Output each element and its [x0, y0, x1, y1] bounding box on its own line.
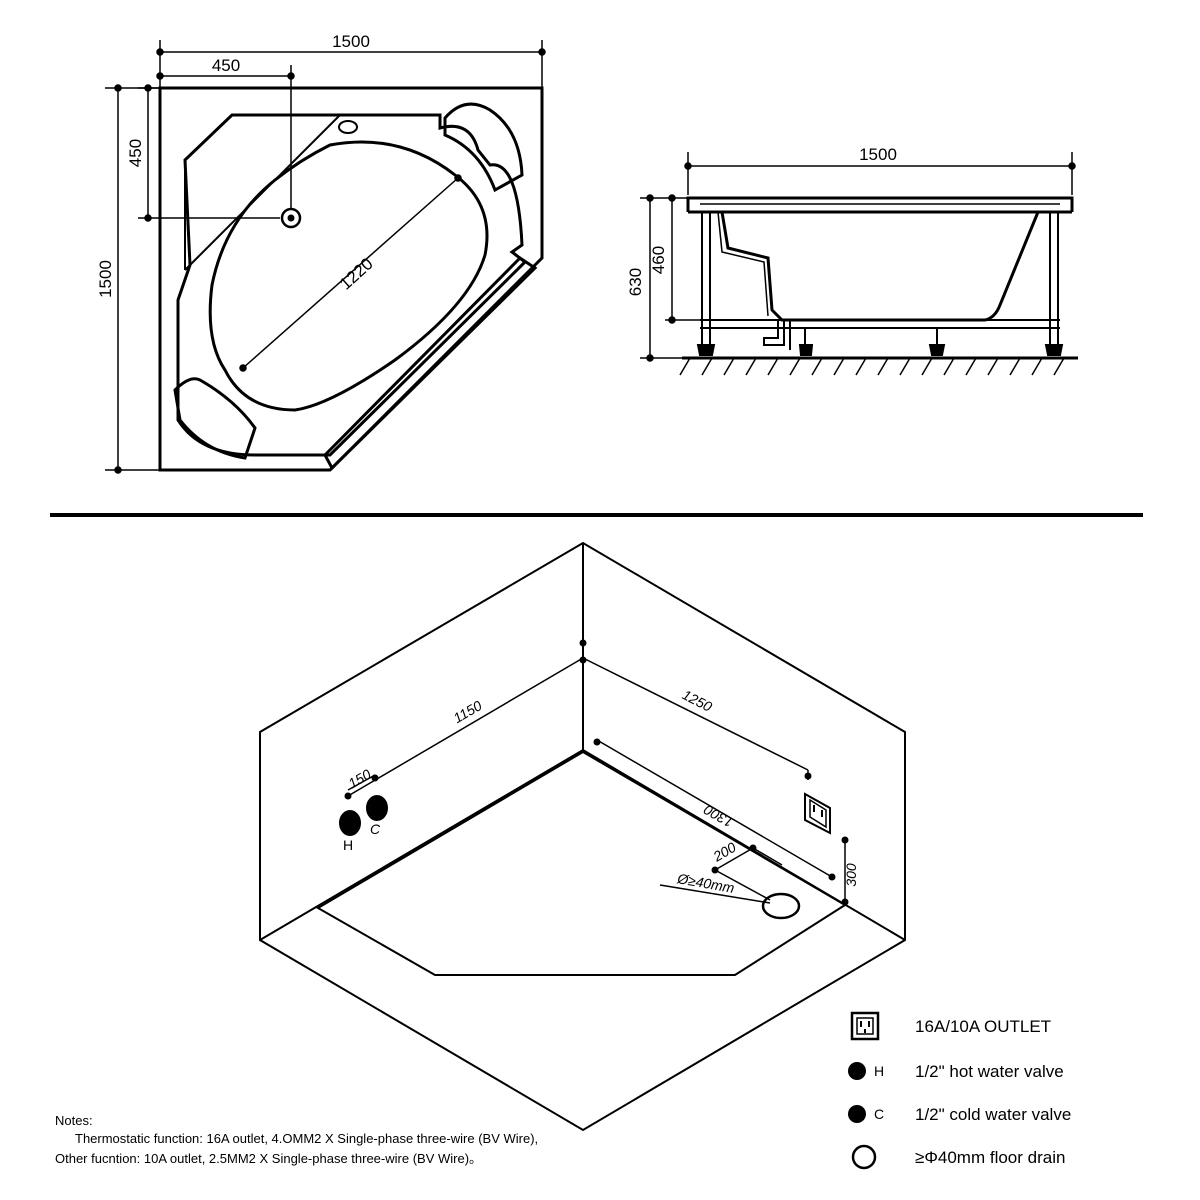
notes-heading: Notes: — [55, 1113, 93, 1128]
iso-dim-drain-offset: 200 — [710, 839, 739, 865]
legend-cold-letter: C — [874, 1106, 884, 1122]
plan-dimensions — [105, 40, 546, 474]
legend-drain-text: ≥Φ40mm floor drain — [915, 1148, 1065, 1167]
iso-label-hot: H — [343, 837, 353, 853]
side-dimensions — [640, 152, 1076, 362]
side-tub-body — [720, 211, 1040, 322]
side-floor-hatch — [679, 357, 1065, 376]
plan-view — [105, 40, 546, 474]
iso-dim-floor-length: 1300 — [701, 802, 736, 832]
side-dim-width: 1500 — [859, 145, 897, 164]
legend-floor-drain-icon — [851, 1144, 877, 1170]
plan-headrest-bottom — [173, 377, 257, 460]
legend-outlet-icon — [850, 1011, 880, 1041]
iso-tub-footprint — [316, 750, 847, 976]
iso-label-cold: C — [370, 821, 381, 837]
plan-drain-outer — [280, 207, 302, 229]
legend — [848, 1011, 880, 1170]
plan-dim-height: 1500 — [96, 260, 115, 298]
iso-dimensions — [347, 657, 846, 904]
plan-dim-inner: 1220 — [336, 254, 377, 293]
legend-outlet-text: 16A/10A OUTLET — [915, 1017, 1051, 1036]
side-dim-total-height: 630 — [626, 268, 645, 296]
legend-cold-valve-icon — [848, 1105, 866, 1123]
iso-hot-valve — [339, 810, 361, 836]
plan-headrest-top — [443, 102, 524, 193]
iso-wall-outline — [259, 541, 906, 1132]
side-dim-tub-height: 460 — [649, 246, 668, 274]
plan-dim-drain-x: 450 — [212, 56, 240, 75]
legend-hot-letter: H — [874, 1063, 884, 1079]
iso-outlet — [804, 792, 831, 835]
plan-drain-inner — [287, 214, 295, 222]
side-rim — [686, 196, 1074, 212]
side-feet — [696, 344, 1064, 356]
notes-line-2: Other fucntion: 10A outlet, 2.5MM2 X Sin… — [55, 1151, 482, 1166]
legend-cold-text: 1/2" cold water valve — [915, 1105, 1071, 1124]
legend-hot-text: 1/2" hot water valve — [915, 1062, 1064, 1081]
iso-cold-valve — [366, 795, 388, 821]
iso-dim-valve-offset: 150 — [345, 766, 373, 792]
iso-dim-right-wall: 1250 — [680, 686, 715, 714]
plan-diag-line — [184, 114, 341, 271]
iso-dim-left-wall: 1150 — [450, 697, 484, 726]
plan-overflow — [338, 120, 358, 134]
plan-rim-line — [176, 113, 528, 457]
iso-dim-dots — [344, 639, 849, 906]
side-drain-pipe — [763, 320, 785, 346]
plan-skirt-strip — [323, 256, 538, 471]
notes-line-1: Thermostatic function: 16A outlet, 4.OMM… — [75, 1131, 538, 1146]
plan-dim-drain-y: 450 — [126, 139, 145, 167]
iso-dim-outlet-height: 300 — [843, 863, 859, 887]
side-legs — [700, 212, 1060, 345]
legend-hot-valve-icon — [848, 1062, 866, 1080]
iso-floor-drain — [761, 892, 801, 920]
iso-view — [259, 541, 906, 1132]
side-view — [640, 152, 1078, 376]
plan-dim-width: 1500 — [332, 32, 370, 51]
